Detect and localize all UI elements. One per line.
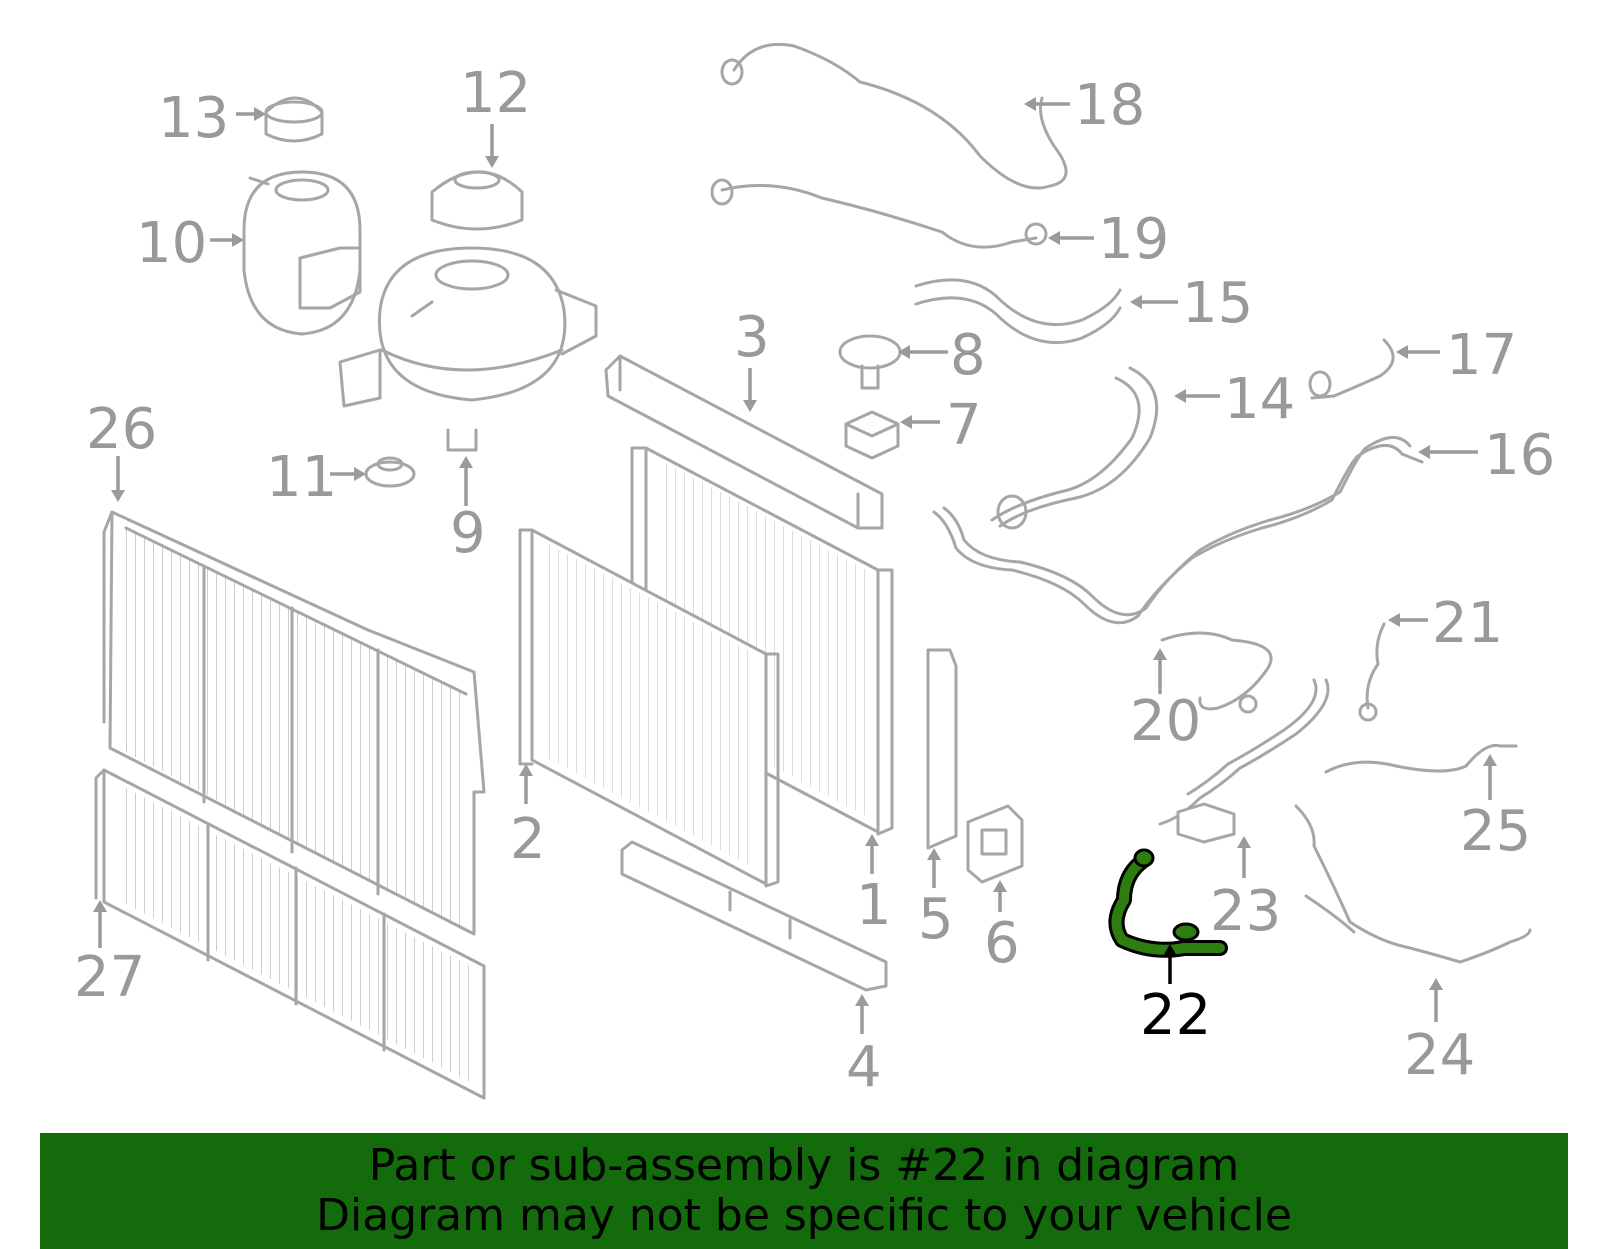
part-12-cap	[430, 170, 524, 231]
part-26-grille-shutter	[102, 510, 486, 936]
part-16-hose	[932, 436, 1424, 625]
part-2-condenser	[518, 528, 780, 888]
callout-6: 6	[984, 911, 1020, 976]
callout-13: 13	[158, 86, 229, 151]
callout-26: 26	[86, 397, 157, 462]
callout-15: 15	[1182, 271, 1253, 336]
callout-25: 25	[1460, 799, 1531, 864]
part-17-hose	[1308, 338, 1395, 400]
callout-3: 3	[734, 305, 770, 370]
callout-27: 27	[74, 945, 145, 1010]
callout-19: 19	[1098, 207, 1169, 272]
callout-9: 9	[450, 501, 486, 566]
part-5-side-seal	[926, 648, 958, 850]
callout-4: 4	[846, 1035, 882, 1100]
part-9-expansion-tank	[338, 246, 598, 452]
callout-24: 24	[1404, 1023, 1475, 1088]
callout-17: 17	[1446, 323, 1517, 388]
callout-12: 12	[460, 61, 531, 126]
callout-22: 22	[1140, 983, 1211, 1048]
part-10-expansion-tank	[242, 170, 362, 336]
callout-labels: 13 12 10 9 11 3 8 7 26 2 1 5 6 4 27 18 1…	[74, 61, 1555, 1100]
part-15-hose	[911, 278, 1125, 345]
part-22-highlighted-hose	[1108, 848, 1228, 958]
part-23-coolant-line	[1158, 678, 1330, 844]
callout-18: 18	[1074, 73, 1145, 138]
part-19-hose	[710, 178, 1048, 249]
banner-line-2: Diagram may not be specific to your vehi…	[316, 1190, 1292, 1241]
part-21-hose	[1358, 622, 1386, 722]
leader-lines	[93, 97, 1497, 1034]
callout-7: 7	[946, 393, 982, 458]
callout-16: 16	[1484, 423, 1555, 488]
part-25-hose	[1324, 743, 1518, 774]
part-14-hose	[990, 366, 1159, 530]
part-13-cap	[264, 96, 324, 143]
callout-5: 5	[918, 887, 954, 952]
callout-23: 23	[1210, 879, 1281, 944]
part-24-hose	[1294, 804, 1532, 964]
callout-11: 11	[266, 445, 337, 510]
callout-1: 1	[856, 873, 892, 938]
part-27-lower-grille	[94, 768, 486, 1100]
callout-14: 14	[1224, 367, 1295, 432]
part-6-bracket	[966, 804, 1024, 884]
callout-2: 2	[510, 807, 546, 872]
part-11-grommet	[364, 456, 416, 488]
part-18-hose	[720, 42, 1068, 190]
banner-line-1: Part or sub-assembly is #22 in diagram	[368, 1140, 1240, 1191]
callout-8: 8	[950, 323, 986, 388]
part-8-clip	[838, 334, 902, 390]
part-4-lower-deflector	[620, 840, 888, 992]
part-20-hose	[1160, 631, 1273, 714]
callout-21: 21	[1432, 591, 1503, 656]
callout-10: 10	[136, 211, 207, 276]
info-banner: Part or sub-assembly is #22 in diagram D…	[40, 1133, 1568, 1249]
callout-20: 20	[1130, 689, 1201, 754]
part-7-clip	[844, 410, 900, 460]
part-3-upper-bracket	[604, 354, 884, 530]
